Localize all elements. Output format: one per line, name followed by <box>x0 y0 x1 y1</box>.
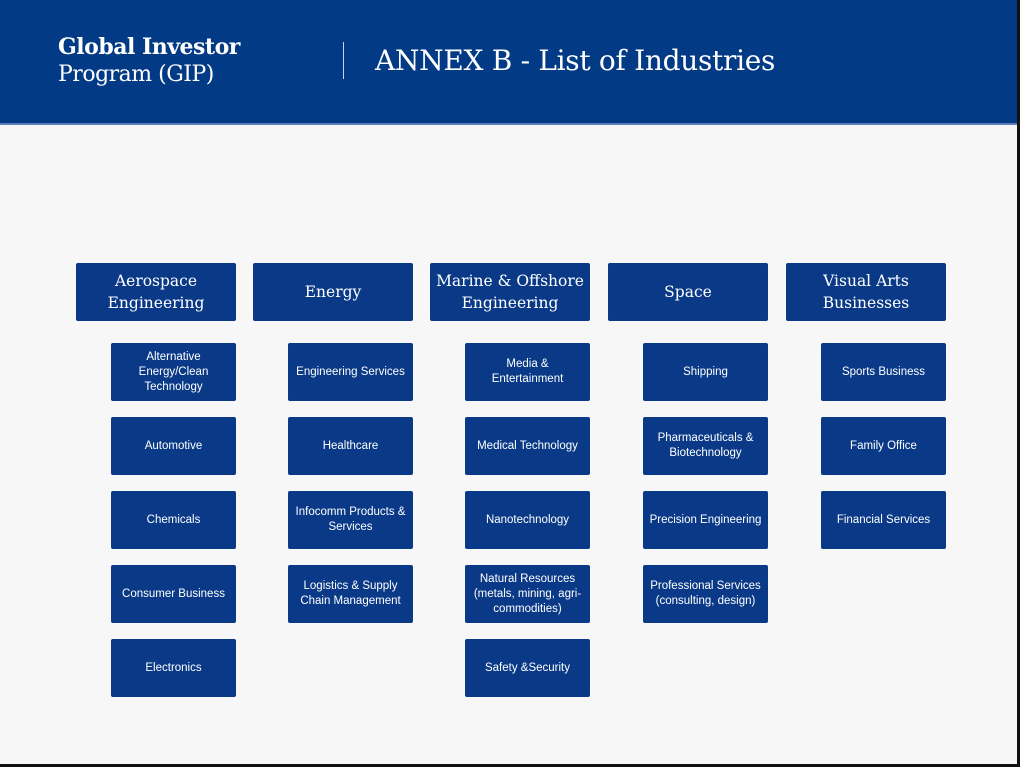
industry-box: Engineering Services <box>288 343 413 401</box>
industry-box: Alternative Energy/Clean Technology <box>111 343 236 401</box>
industry-box: Electronics <box>111 639 236 697</box>
industry-box: Financial Services <box>821 491 946 549</box>
page-title: ANNEX B - List of Industries <box>375 44 776 77</box>
industry-box: Nanotechnology <box>465 491 590 549</box>
industry-box: Family Office <box>821 417 946 475</box>
industry-box: Shipping <box>643 343 768 401</box>
category-box: Space <box>608 263 768 321</box>
industry-box: Precision Engineering <box>643 491 768 549</box>
industry-box: Pharmaceuticals & Biotechnology <box>643 417 768 475</box>
industry-box: Healthcare <box>288 417 413 475</box>
industry-box: Logistics & Supply Chain Management <box>288 565 413 623</box>
category-box: Aerospace Engineering <box>76 263 236 321</box>
category-box: Visual Arts Businesses <box>786 263 946 321</box>
brand-line-1: Global Investor <box>58 34 240 60</box>
category-box: Energy <box>253 263 413 321</box>
industry-box: Sports Business <box>821 343 946 401</box>
brand-logo: Global Investor Program (GIP) <box>58 33 240 89</box>
industry-box: Safety &Security <box>465 639 590 697</box>
industry-box: Consumer Business <box>111 565 236 623</box>
category-box: Marine & Offshore Engineering <box>430 263 590 321</box>
industry-box: Medical Technology <box>465 417 590 475</box>
header-divider <box>343 42 344 79</box>
industry-box: Natural Resources (metals, mining, agri-… <box>465 565 590 623</box>
industry-box: Chemicals <box>111 491 236 549</box>
industry-box: Automotive <box>111 417 236 475</box>
industry-box: Professional Services (consulting, desig… <box>643 565 768 623</box>
header-banner: Global Investor Program (GIP) ANNEX B - … <box>0 0 1017 125</box>
industry-box: Media & Entertainment <box>465 343 590 401</box>
industry-box: Infocomm Products & Services <box>288 491 413 549</box>
brand-line-2: Program (GIP) <box>58 62 214 87</box>
